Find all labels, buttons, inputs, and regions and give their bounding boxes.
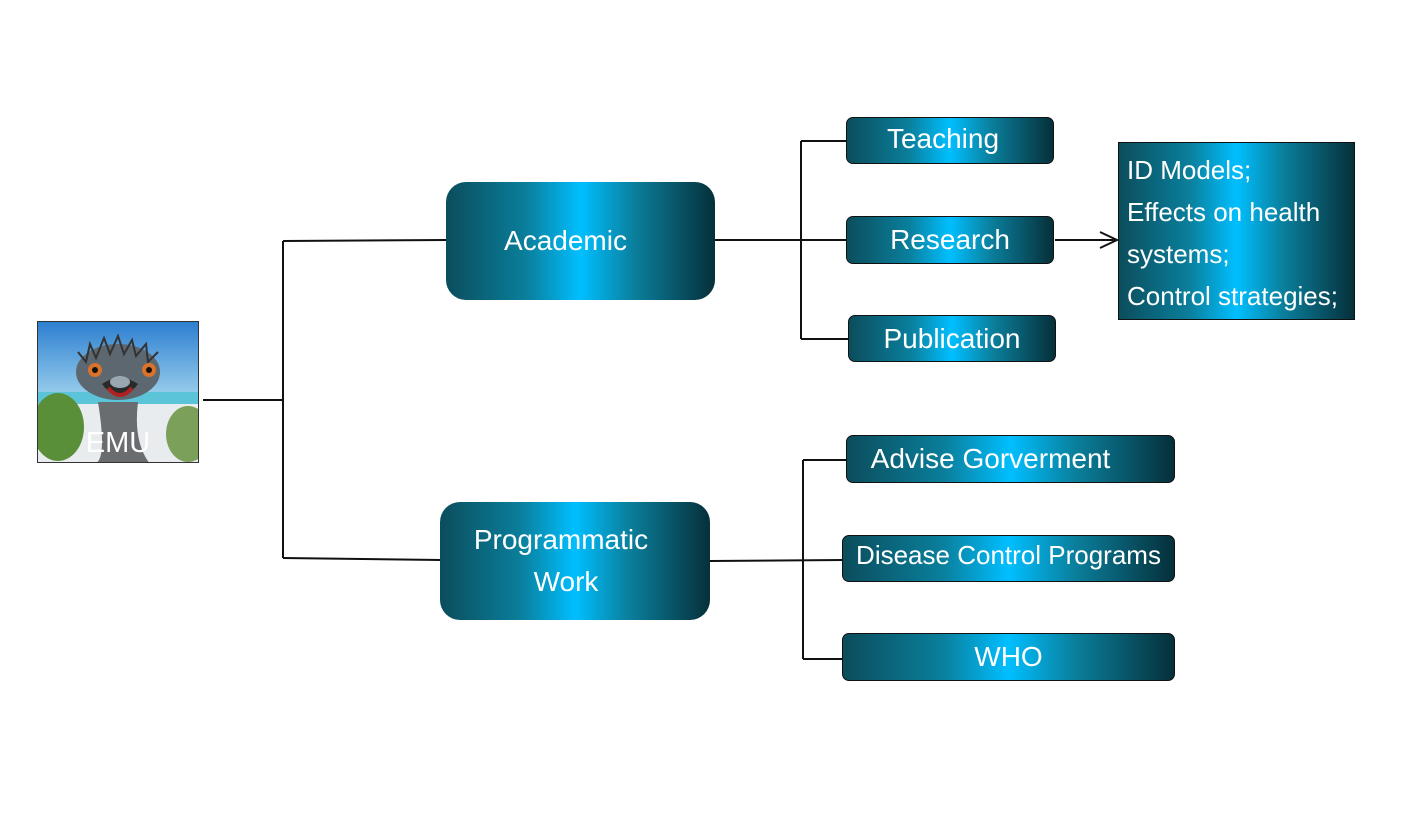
research-detail-line: Control strategies; bbox=[1127, 281, 1338, 311]
research-detail-line: ID Models; bbox=[1127, 155, 1252, 185]
connector-programmatic-out bbox=[709, 559, 844, 562]
arrow-head-icon bbox=[1099, 231, 1120, 249]
emu-root-node: EMU bbox=[37, 321, 199, 463]
research-label: Research bbox=[890, 224, 1010, 255]
research-detail-line: systems; bbox=[1127, 239, 1230, 269]
publication-node[interactable]: Publication bbox=[848, 315, 1056, 362]
academic-node[interactable]: Academic bbox=[446, 182, 715, 300]
emu-photo-icon bbox=[38, 322, 198, 462]
who-label: WHO bbox=[974, 641, 1043, 672]
research-detail-line: Effects on health bbox=[1127, 197, 1321, 227]
emu-label: EMU bbox=[85, 427, 151, 459]
programmatic-label-line1: Programmatic bbox=[473, 524, 649, 555]
programmatic-label-line2: Work bbox=[533, 566, 599, 597]
connector-academic bbox=[282, 239, 447, 242]
programmatic-work-node[interactable]: Programmatic Work bbox=[440, 502, 710, 620]
publication-label: Publication bbox=[883, 322, 1021, 354]
advise-government-label: Advise Gorverment bbox=[870, 443, 1111, 474]
research-details-box: ID Models; Effects on health systems; Co… bbox=[1118, 142, 1355, 320]
advise-government-node[interactable]: Advise Gorverment bbox=[846, 435, 1175, 483]
who-node[interactable]: WHO bbox=[842, 633, 1175, 681]
research-node[interactable]: Research bbox=[846, 216, 1054, 264]
academic-label: Academic bbox=[504, 225, 627, 256]
disease-control-programs-label: Disease Control Programs bbox=[856, 540, 1161, 570]
connector-programmatic bbox=[282, 557, 442, 561]
teaching-label: Teaching bbox=[886, 122, 1000, 154]
disease-control-programs-node[interactable]: Disease Control Programs bbox=[842, 535, 1175, 582]
teaching-node[interactable]: Teaching bbox=[846, 117, 1054, 164]
